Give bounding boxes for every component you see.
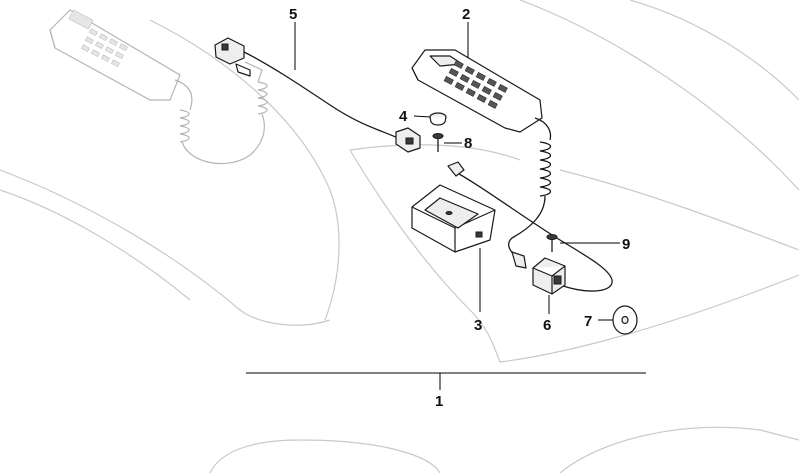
part-7-disc bbox=[612, 305, 638, 335]
callouts: 5 2 4 8 9 3 6 7 1 bbox=[289, 6, 630, 410]
part-8-screw bbox=[432, 133, 444, 152]
callout-8: 8 bbox=[464, 135, 472, 152]
callout-7: 7 bbox=[584, 313, 592, 330]
part-4-cap bbox=[429, 112, 447, 126]
part-5-cable bbox=[214, 37, 421, 153]
part-9-screw bbox=[546, 234, 558, 252]
keypad bbox=[443, 60, 508, 109]
callout-6: 6 bbox=[543, 317, 551, 334]
callout-5: 5 bbox=[289, 6, 297, 23]
callout-9: 9 bbox=[622, 236, 630, 253]
callout-2: 2 bbox=[462, 6, 470, 23]
callout-1: 1 bbox=[435, 393, 443, 410]
leader-lines bbox=[246, 22, 646, 390]
part-6-module bbox=[532, 257, 566, 295]
part-2-handset bbox=[411, 49, 552, 269]
part-3-holder bbox=[411, 161, 613, 292]
callout-3: 3 bbox=[474, 317, 482, 334]
ghost-handset bbox=[49, 9, 268, 165]
callout-4: 4 bbox=[399, 108, 408, 125]
